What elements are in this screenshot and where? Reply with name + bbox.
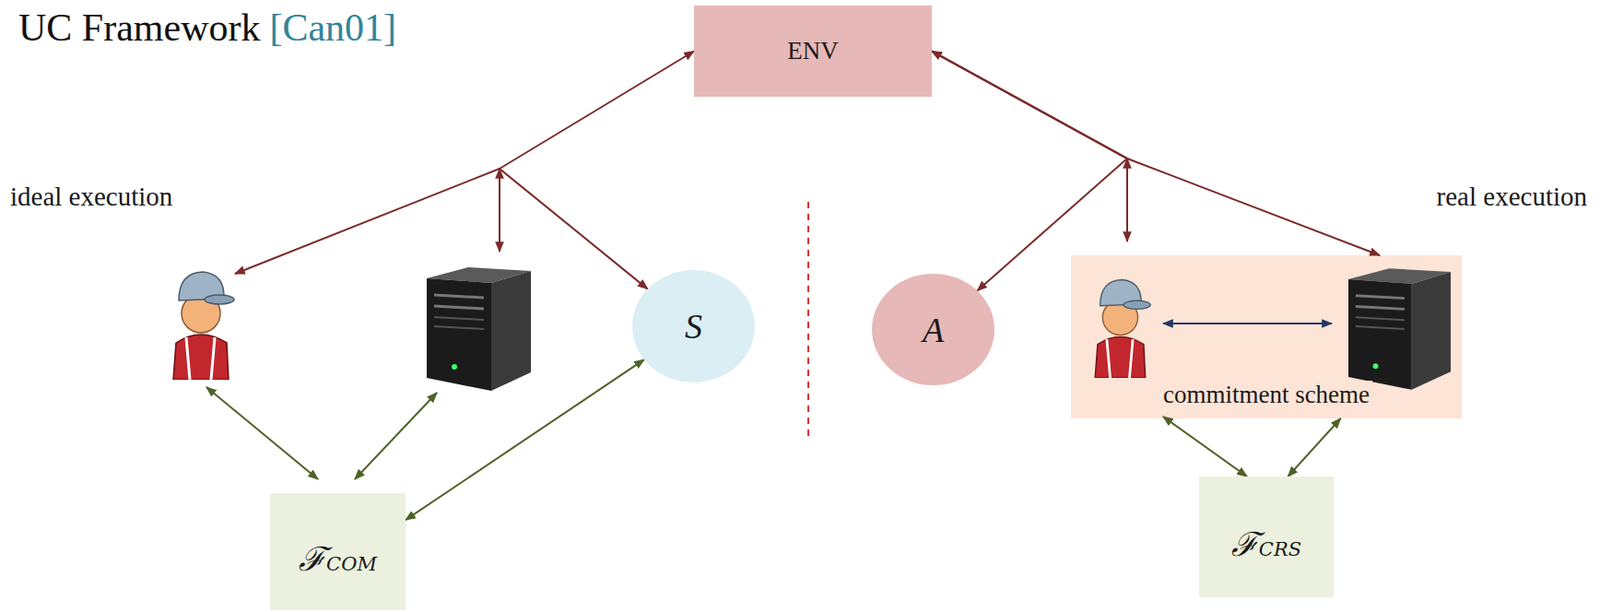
functionality-box: ℱCRS — [1199, 476, 1334, 598]
protocol-channel — [1163, 322, 1332, 325]
functionality-link — [1163, 416, 1248, 477]
citation: [Can01] — [269, 5, 397, 50]
connector-arrow — [1287, 418, 1341, 477]
divider-line — [807, 201, 810, 442]
env-branch — [1126, 158, 1129, 242]
band-background — [1070, 255, 1462, 419]
connector-arrow — [499, 51, 695, 290]
node-text: A — [922, 309, 944, 351]
connector-arrow — [931, 51, 1380, 257]
user-icon — [173, 271, 235, 380]
functionality-link — [354, 392, 437, 480]
node-text: ℱCOM — [298, 522, 377, 581]
node-text: ENV — [787, 36, 839, 66]
slide-title: UC Framework — [18, 5, 260, 50]
side-label: ideal execution — [10, 181, 173, 212]
env-branch — [235, 168, 500, 274]
user-icon — [1094, 280, 1151, 378]
node-text: S — [684, 305, 703, 347]
side-label: real execution — [1436, 181, 1588, 212]
environment-box: ENV — [694, 5, 932, 97]
title-row: UC Framework[Can01] — [18, 5, 397, 50]
env-branch — [498, 168, 501, 252]
server-icon — [1348, 268, 1451, 390]
node-text: ℱCRS — [1231, 507, 1302, 566]
adversary-ellipse: A — [871, 273, 995, 386]
band-fill — [1070, 255, 1462, 419]
functionality-box: ℱCOM — [270, 493, 406, 611]
node-text: commitment scheme — [1160, 380, 1373, 410]
server-icon — [426, 267, 531, 391]
connector-arrow — [931, 51, 1128, 292]
functionality-link — [206, 387, 318, 480]
connector-arrow — [405, 359, 645, 520]
simulator-ellipse: S — [632, 270, 755, 383]
protocol-band: commitment scheme — [1070, 255, 1462, 419]
